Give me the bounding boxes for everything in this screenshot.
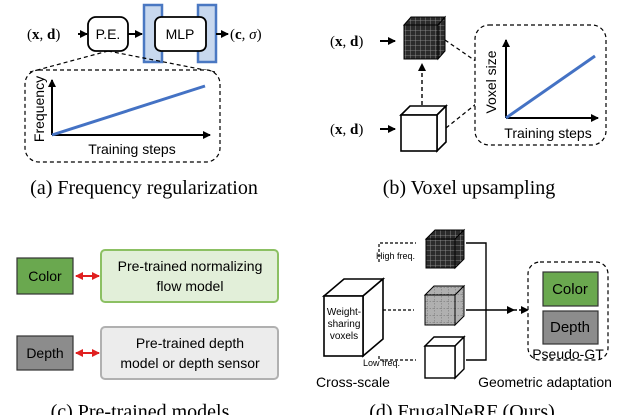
panel-a: (x, d) P.E. MLP (c, σ) Frequency Trainin… (24, 3, 262, 199)
high-freq-label: High freq. (376, 251, 415, 261)
frequency-plot-frame (24, 69, 221, 163)
weight-line1: Weight- (327, 307, 361, 318)
input-x: x (32, 27, 40, 43)
low-freq-to-merge (466, 340, 487, 361)
output-c: c (235, 27, 242, 43)
voxel-curve (505, 54, 596, 120)
panel-a-output-label: (c, σ) (230, 27, 262, 43)
panel-b-input-bottom: (x, d) (330, 122, 363, 138)
panel-a-input-label: (x, d) (27, 27, 60, 43)
frequency-axis-label: Frequency (31, 76, 47, 142)
depth-line2: model or depth sensor (120, 355, 260, 371)
caption-d: (d) FrugalNeRF (Ours) (369, 401, 555, 415)
color-label-c: Color (28, 268, 62, 284)
pseudo-color-box (542, 271, 599, 307)
depth-line1: Pre-trained depth (136, 335, 244, 351)
input-sep: , (40, 27, 48, 43)
low-freq-label: Low freq. (363, 358, 400, 368)
high-freq-connector (378, 242, 416, 262)
color-label-d: Color (552, 281, 588, 298)
caption-b: (b) Voxel upsampling (383, 177, 556, 199)
panel-b: (x, d) (x, d) Voxel size Training steps … (330, 15, 607, 199)
geometric-adaptation-label: Geometric adaptation (478, 374, 612, 390)
panel-c: Color Pre-trained normalizing flow model… (16, 249, 279, 415)
panel-d: Weight- sharing voxels High freq. Low fr… (316, 228, 612, 415)
mlp-block: MLP (142, 3, 218, 64)
dense-voxel-cube (402, 15, 447, 61)
flow-line1: Pre-trained normalizing (118, 258, 263, 274)
high-freq-to-merge (466, 242, 487, 260)
low-freq-cube (423, 335, 466, 380)
depth-label-d: Depth (550, 319, 590, 336)
caption-c: (c) Pre-trained models (51, 401, 230, 415)
depth-label-c: Depth (26, 345, 63, 361)
input-d: d (47, 27, 56, 43)
training-steps-label-b: Training steps (504, 125, 591, 141)
pe-label: P.E. (96, 26, 121, 42)
weight-sharing-cube (321, 277, 386, 358)
panel-b-input-top: (x, d) (330, 34, 363, 50)
flow-model-box (100, 249, 279, 303)
cross-scale-label: Cross-scale (316, 374, 390, 390)
high-freq-cube (424, 228, 466, 270)
weight-line3: voxels (330, 331, 358, 342)
depth-box (16, 335, 74, 371)
voxel-size-axis-label: Voxel size (483, 50, 499, 113)
output-sigma: , σ (242, 27, 258, 43)
pseudo-gt-label: Pseudo-GT (532, 346, 604, 362)
frequency-curve (51, 84, 206, 137)
pseudo-depth-box (542, 310, 599, 345)
training-steps-label-a: Training steps (88, 141, 175, 157)
flow-line2: flow model (157, 278, 224, 294)
weight-line2: sharing (328, 319, 361, 330)
caption-a: (a) Frequency regularization (30, 177, 258, 199)
color-box (16, 257, 74, 295)
low-freq-connector (378, 356, 416, 361)
mid-freq-cube (423, 284, 466, 327)
mlp-label: MLP (166, 26, 195, 42)
coarse-voxel-cube (399, 104, 448, 153)
depth-model-box (100, 326, 279, 380)
